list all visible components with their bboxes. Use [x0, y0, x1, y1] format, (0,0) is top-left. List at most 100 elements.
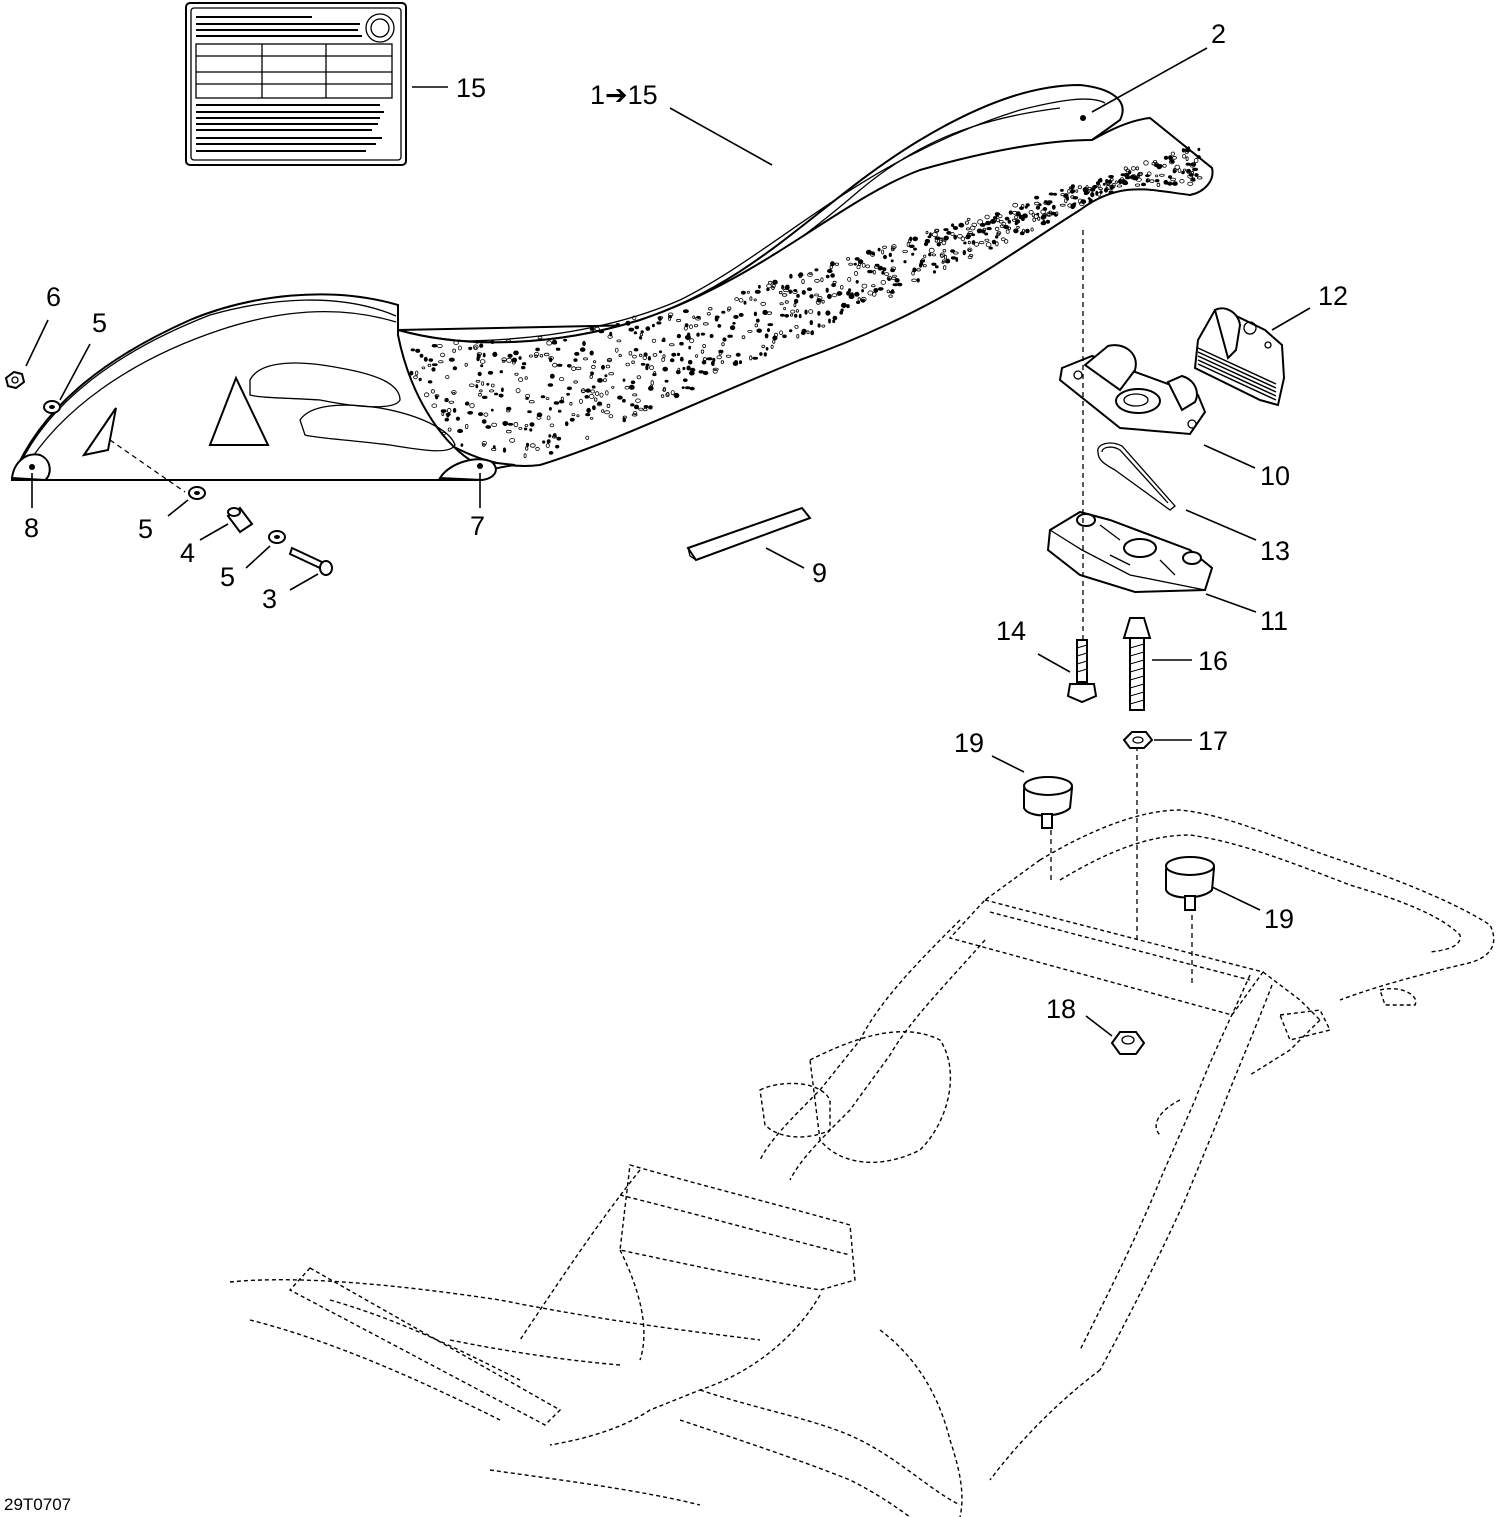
foam-speckle: [1168, 175, 1173, 179]
foam-speckle: [1001, 222, 1007, 227]
foam-speckle: [994, 226, 1000, 231]
foam-speckle: [1135, 166, 1139, 171]
foam-speckle: [1118, 178, 1123, 184]
foam-speckle: [431, 363, 438, 367]
foam-speckle: [721, 310, 726, 314]
foam-speckle: [717, 323, 722, 328]
callout-1-15: 1➔15: [590, 80, 658, 110]
foam-speckle: [1182, 154, 1187, 159]
foam-speckle: [962, 250, 966, 256]
foam-speckle: [850, 292, 854, 298]
foam-speckle: [509, 438, 516, 443]
foam-speckle: [1046, 200, 1053, 204]
foam-speckle: [825, 311, 831, 315]
foam-speckle: [928, 252, 932, 257]
foam-speckle: [444, 397, 449, 402]
bumper-19-left: [1023, 776, 1074, 829]
foam-speckle: [958, 222, 965, 228]
foam-speckle: [934, 238, 939, 243]
reference-code: 29T0707: [4, 1495, 71, 1514]
foam-speckle: [430, 389, 435, 394]
foam-speckle: [693, 323, 699, 328]
foam-speckle: [977, 229, 982, 234]
foam-speckle: [481, 419, 487, 424]
foam-speckle: [689, 324, 693, 330]
callout-15: 15: [456, 73, 486, 103]
foam-speckle: [1184, 150, 1189, 154]
foam-speckle: [990, 218, 997, 224]
foam-speckle: [725, 354, 732, 358]
foam-speckle: [603, 378, 607, 383]
foam-speckle: [1108, 175, 1114, 179]
foam-speckle: [467, 410, 474, 415]
foam-speckle: [590, 371, 594, 376]
foam-speckle: [668, 343, 675, 347]
foam-speckle: [557, 409, 562, 413]
foam-speckle: [498, 393, 504, 398]
foam-speckle: [589, 374, 593, 379]
foam-speckle: [817, 295, 823, 300]
foam-speckle: [984, 214, 990, 220]
foam-speckle: [968, 253, 974, 257]
callout-6: 6: [46, 282, 61, 312]
foam-speckle: [1063, 194, 1068, 199]
foam-speckle: [1145, 179, 1149, 183]
foam-speckle: [542, 440, 546, 444]
foam-speckle: [999, 224, 1006, 228]
foam-speckle: [1130, 166, 1136, 171]
foam-speckle: [830, 273, 835, 278]
foam-speckle: [638, 407, 644, 411]
foam-speckle: [1190, 162, 1197, 167]
foam-speckle: [431, 403, 438, 408]
foam-speckle: [1123, 172, 1130, 178]
foam-speckle: [601, 409, 605, 413]
foam-speckle: [607, 334, 613, 339]
callout-9: 9: [812, 558, 827, 588]
vehicle-frame: [229, 809, 1495, 1517]
foam-speckle: [1092, 184, 1098, 189]
foam-speckle: [714, 315, 720, 319]
foam-speckle: [854, 270, 859, 276]
foam-speckle: [1019, 206, 1024, 211]
washer-5-top: [43, 400, 61, 414]
foam-speckle: [682, 366, 686, 371]
foam-speckle: [772, 335, 778, 341]
foam-speckle: [1031, 212, 1036, 218]
foam-speckle: [861, 289, 864, 293]
foam-speckle: [695, 354, 699, 358]
foam-speckle: [657, 315, 664, 320]
foam-speckle: [943, 228, 949, 232]
foam-speckle: [709, 333, 714, 338]
foam-speckle: [825, 287, 829, 293]
foam-speckle: [431, 367, 436, 372]
foam-speckle: [676, 352, 681, 357]
spacer-4: [226, 506, 254, 534]
foam-speckle: [820, 277, 824, 283]
foam-speckle: [940, 253, 944, 258]
foam-speckle: [615, 322, 621, 327]
foam-speckle: [1197, 147, 1201, 152]
foam-speckle: [1035, 205, 1041, 210]
foam-speckle: [1053, 192, 1057, 196]
callout-17: 17: [1198, 726, 1228, 756]
foam-speckle: [671, 352, 677, 357]
foam-speckle: [1000, 237, 1006, 242]
foam-speckle: [950, 223, 955, 228]
callout-8: 8: [24, 513, 39, 543]
foam-speckle: [608, 414, 614, 419]
foam-speckle: [662, 337, 666, 342]
foam-speckle: [867, 269, 873, 274]
foam-speckle: [888, 294, 893, 298]
foam-speckle: [781, 284, 784, 290]
foam-speckle: [753, 311, 758, 317]
foam-speckle: [729, 325, 736, 331]
foam-speckle: [415, 348, 421, 353]
foam-speckle: [507, 422, 514, 426]
foam-speckle: [789, 273, 793, 279]
foam-speckle: [700, 332, 706, 336]
bolt-16: [1122, 617, 1152, 711]
foam-speckle: [423, 356, 428, 362]
foam-speckle: [434, 395, 439, 400]
foam-speckle: [592, 405, 596, 411]
foam-speckle: [1156, 182, 1161, 187]
